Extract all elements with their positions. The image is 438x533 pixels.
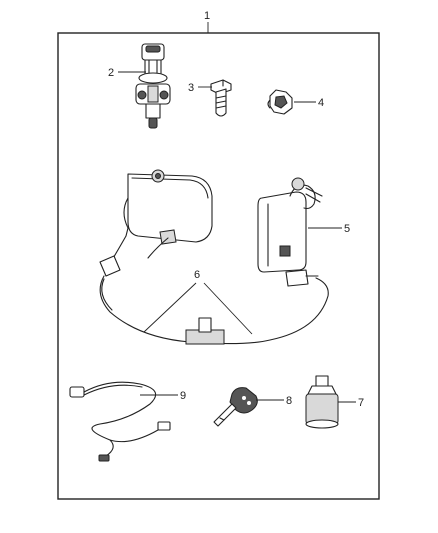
bolt	[210, 79, 232, 117]
retainer-clip	[267, 89, 293, 115]
receiver-module	[257, 177, 323, 273]
callout-7: 7	[358, 397, 364, 409]
key-fob	[213, 387, 258, 427]
kit-frame	[57, 32, 380, 500]
callout-6: 6	[194, 269, 200, 281]
wire-jumper	[69, 381, 171, 462]
callout-1: 1	[204, 10, 210, 22]
callout-8: 8	[286, 395, 292, 407]
lubricant-bottle	[305, 375, 339, 429]
callout-2: 2	[108, 67, 114, 79]
callout-6-leader-a	[143, 282, 197, 333]
callout-6-leader-b	[203, 282, 253, 335]
callout-4: 4	[318, 97, 324, 109]
ignition-lock-cylinder	[135, 43, 171, 129]
callout-3: 3	[188, 82, 194, 94]
control-module-harness	[99, 169, 329, 345]
callout-9: 9	[180, 390, 186, 402]
callout-5: 5	[344, 223, 350, 235]
